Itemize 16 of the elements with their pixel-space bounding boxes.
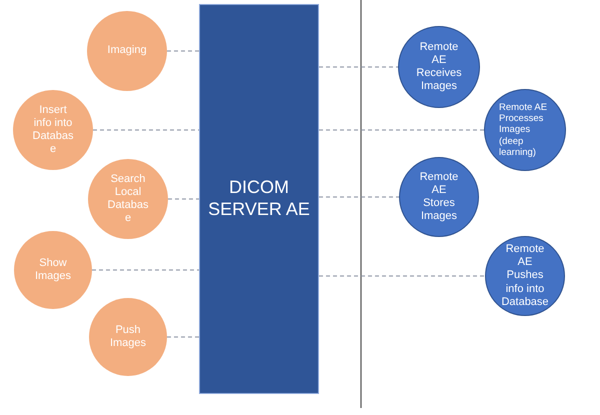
node-label: Remote AE Pushes info into Database — [500, 243, 550, 309]
server-block — [199, 4, 319, 394]
node-label: Push Images — [108, 324, 148, 350]
node-label: Insert info into Databas e — [32, 104, 74, 156]
node-label: Imaging — [106, 44, 148, 58]
node-label: Search Local Databas e — [106, 172, 150, 226]
dashed-connector — [166, 50, 200, 52]
node-label: Remote AE Stores Images — [418, 170, 460, 224]
dashed-connector — [318, 196, 400, 198]
node-label: Remote AE Receives Images — [415, 40, 463, 94]
dashed-connector — [168, 198, 200, 200]
server-label: DICOM SERVER AE — [207, 177, 311, 221]
dashed-connector — [318, 66, 398, 68]
node-label: Remote AE Processes Images (deep learning) — [499, 102, 548, 158]
dashed-connector — [166, 336, 200, 338]
node-label: Show Images — [34, 256, 72, 284]
